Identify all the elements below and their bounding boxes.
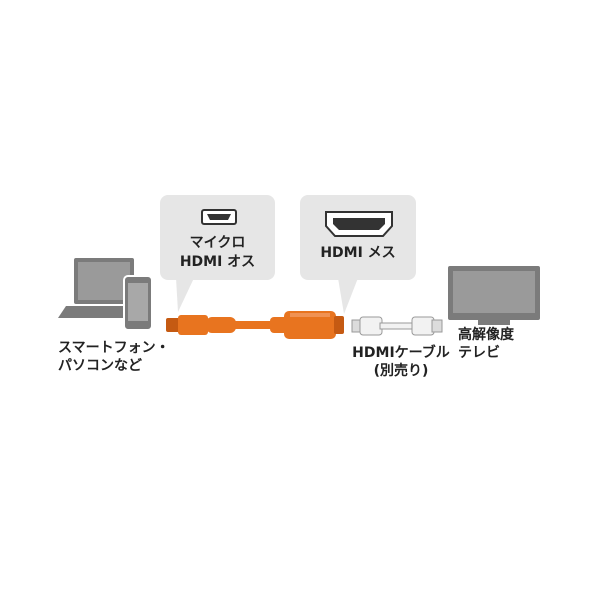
- laptop-icon: [58, 258, 150, 318]
- hdmi-cable-label: HDMIケーブル (別売り): [346, 344, 456, 380]
- smartphone-pc-label: スマートフォン・ パソコンなど: [58, 339, 188, 375]
- tv-icon: [448, 266, 540, 325]
- tv-label: 高解像度 テレビ: [458, 326, 538, 362]
- hdmi-cable-line1: HDMIケーブル: [352, 345, 450, 361]
- tv-line1: 高解像度: [458, 327, 514, 343]
- micro-hdmi-line2: HDMI オス: [179, 254, 256, 270]
- micro-hdmi-port-icon: [201, 209, 237, 225]
- hdmi-cable-white: [351, 316, 443, 336]
- smartphone-icon: [123, 275, 153, 331]
- hdmi-port-icon: [325, 211, 393, 237]
- tv-line2: テレビ: [458, 345, 500, 361]
- smartphone-pc-line2: パソコンなど: [58, 358, 142, 374]
- micro-hdmi-adapter-cable: [166, 311, 344, 339]
- smartphone-pc-line1: スマートフォン・: [58, 340, 170, 356]
- hdmi-female-bubble-text: HDMI メス: [320, 245, 396, 261]
- micro-hdmi-bubble: [160, 195, 275, 312]
- hdmi-cable-line2: (別売り): [373, 363, 429, 379]
- micro-hdmi-bubble-text: マイクロ HDMI オス: [160, 234, 275, 272]
- micro-hdmi-line1: マイクロ: [189, 235, 246, 251]
